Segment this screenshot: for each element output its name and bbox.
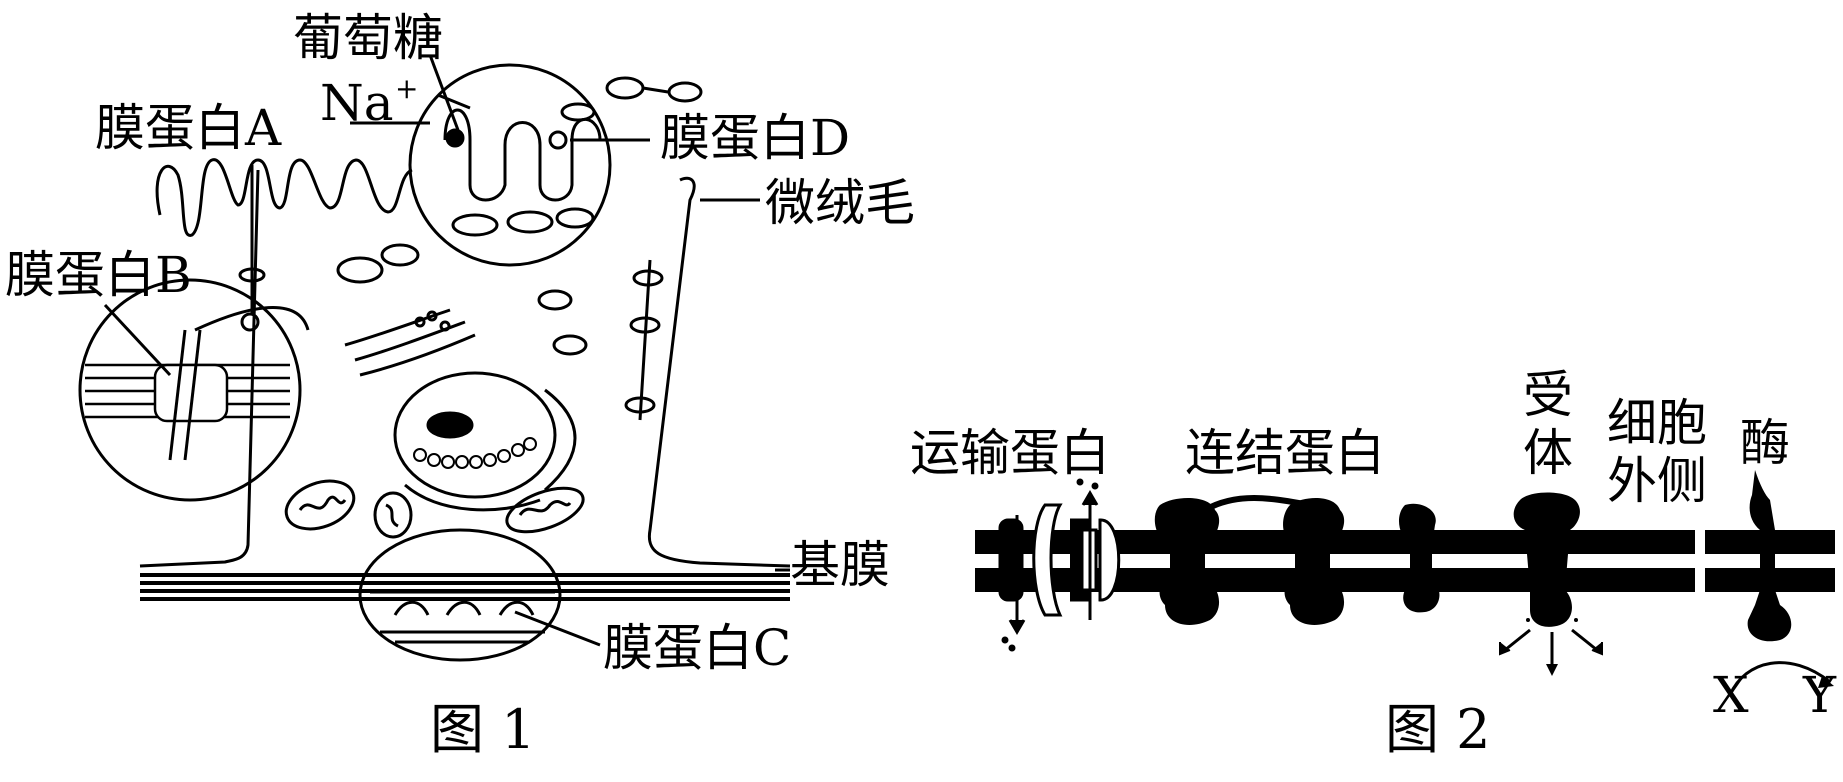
vesicle [562,104,594,120]
magnified-microvilli [445,110,600,200]
label-outside-line-1: 细胞 [1607,394,1707,452]
protein-d-site [550,132,566,148]
vesicle [453,215,497,235]
vesicle [539,291,571,309]
label-x: X [1713,666,1749,724]
vesicle-link [643,88,668,92]
mitochondrion-cristae [300,497,345,510]
label-sodium: Na [320,74,394,132]
cell-right-wall [649,178,790,566]
vesicle [338,258,382,282]
label-receptor-line-2: 体 [1523,424,1573,482]
mitochondrion [280,472,361,537]
nucleus [395,373,555,497]
cell-outline [157,160,412,236]
label-y: Y [1802,666,1837,724]
label-protein-c: 膜蛋白C [603,619,791,677]
label-transport-protein: 运输蛋白 [910,424,1110,482]
sodium-pointer [438,95,470,108]
nucleolus [428,413,472,437]
vesicle [554,336,586,354]
magnification-link [195,308,308,331]
caption-figure-1: 图 1 [430,698,536,761]
chromatin [414,438,536,468]
mitochondrion-cristae [386,505,398,526]
label-protein-d: 膜蛋白D [660,109,850,167]
caption-figure-2: 图 2 [1385,698,1491,761]
desmosome [85,330,290,460]
vesicle [607,78,643,98]
basement-membrane [140,575,790,599]
label-receptor-line-1: 受 [1523,366,1573,424]
label-linking-protein: 连结蛋白 [1185,424,1385,482]
golgi-apparatus [345,310,475,375]
linking-protein [1155,498,1440,625]
label-protein-a: 膜蛋白A [95,99,282,157]
er-line [545,390,575,490]
vesicle [669,83,701,101]
label-protein-b: 膜蛋白B [5,246,192,304]
vesicle [557,209,593,227]
protein-b-knob [242,314,258,330]
transport-protein [1000,480,1119,650]
figure-1-labels: 葡萄糖 Na + 膜蛋白A 膜蛋白D 微绒毛 膜蛋白B 基膜 膜蛋白C 图 1 [5,9,915,761]
label-glucose: 葡萄糖 [293,9,443,67]
vesicle [382,245,418,265]
label-enzyme: 酶 [1740,414,1790,472]
protein-c-arc [447,602,480,615]
protein-c-pointer [515,612,600,645]
protein-c-arc [395,602,428,615]
label-outside-line-2: 外侧 [1607,452,1707,510]
sodium-glucose-site [447,130,463,146]
label-sodium-charge: + [395,72,418,105]
label-microvilli: 微绒毛 [765,174,915,232]
label-basement-membrane: 基膜 [790,536,890,594]
vesicle [508,212,552,232]
